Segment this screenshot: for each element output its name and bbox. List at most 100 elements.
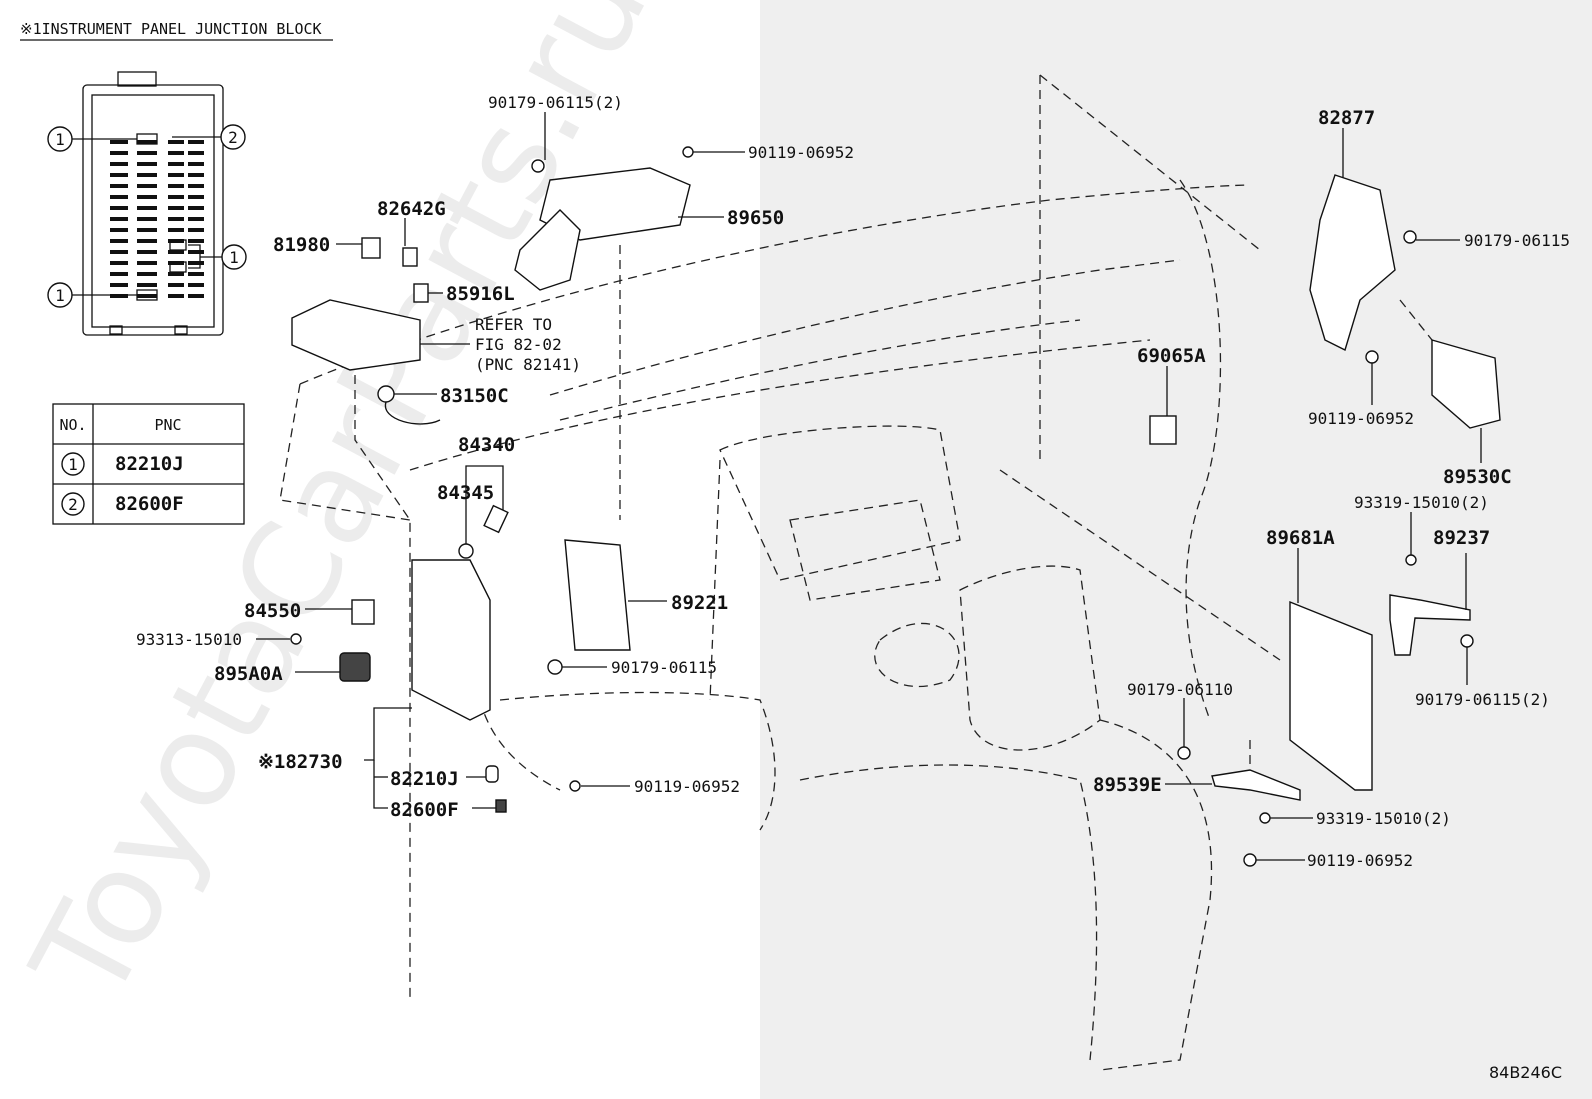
refer-note-line2: FIG 82-02 xyxy=(475,335,562,354)
table-cell-pnc: 82600F xyxy=(115,493,184,515)
fuse-slot xyxy=(110,151,128,155)
fuse-slot xyxy=(137,239,157,243)
junction-block-82730 xyxy=(411,559,491,721)
label-85916L: 85916L xyxy=(446,283,515,305)
fuse-slot xyxy=(188,239,204,243)
relay-82642G xyxy=(402,247,418,267)
part-89221 xyxy=(564,539,631,651)
fuse-slot xyxy=(137,173,157,177)
fuse-slot xyxy=(110,217,128,221)
label-90119-06952: 90119-06952 xyxy=(1308,409,1414,428)
watermark: ToyotaCarParts.ru xyxy=(3,0,677,1025)
label-82877: 82877 xyxy=(1318,107,1375,129)
label-93319-15010-2: 93319-15010(2) xyxy=(1316,809,1451,828)
relay-block xyxy=(291,299,421,371)
fuse-slot xyxy=(168,239,184,243)
label-89650: 89650 xyxy=(727,207,784,229)
fuse-slot xyxy=(168,272,184,276)
label-69065A: 69065A xyxy=(1137,345,1206,367)
table-cell-no: 2 xyxy=(68,495,78,514)
fuse-slot xyxy=(137,162,157,166)
label-90179-06115: 90179-06115 xyxy=(611,658,717,677)
label-81980: 81980 xyxy=(273,234,330,256)
table-header-pnc: PNC xyxy=(154,416,181,434)
diagram-code: 84B246C xyxy=(1489,1063,1562,1082)
label-84340: 84340 xyxy=(458,434,515,456)
label-82210J: 82210J xyxy=(390,768,459,790)
part-89681A-ecu xyxy=(1289,600,1373,791)
fuse-slot xyxy=(188,217,204,221)
fuse-slot xyxy=(110,294,128,298)
fuse-slot xyxy=(188,228,204,232)
fuse-slot xyxy=(168,173,184,177)
fuse-slot xyxy=(110,250,128,254)
fuse-slot xyxy=(188,206,204,210)
label-89221: 89221 xyxy=(671,592,728,614)
label-89681A: 89681A xyxy=(1266,527,1335,549)
label-90179-06115-2: 90179-06115(2) xyxy=(1415,690,1550,709)
part-82877-bracket xyxy=(1309,174,1396,351)
fuse-slot xyxy=(110,140,128,144)
fuse-slot xyxy=(110,206,128,210)
fuse-slot xyxy=(168,206,184,210)
refer-note-line1: REFER TO xyxy=(475,315,552,334)
fuse-slot xyxy=(168,151,184,155)
label-84550: 84550 xyxy=(244,600,301,622)
label-90119-06952: 90119-06952 xyxy=(634,777,740,796)
fuse-slot xyxy=(137,151,157,155)
part-89237-bracket xyxy=(1389,594,1471,656)
fuse-slot xyxy=(188,294,204,298)
part-84550 xyxy=(351,599,375,625)
label-82642G: 82642G xyxy=(377,198,446,220)
label-93319-15010-2: 93319-15010(2) xyxy=(1354,493,1489,512)
fuse-slot xyxy=(188,261,204,265)
label-90179-06115-2: 90179-06115(2) xyxy=(488,93,623,112)
table-cell-no: 1 xyxy=(68,455,78,474)
marker-1-right: 1 xyxy=(229,248,239,267)
label-90119-06952: 90119-06952 xyxy=(1307,851,1413,870)
fuse-slot xyxy=(168,261,184,265)
label-83150C: 83150C xyxy=(440,385,509,407)
label-82600F: 82600F xyxy=(390,799,459,821)
label-84345: 84345 xyxy=(437,482,494,504)
label-895A0A: 895A0A xyxy=(214,663,283,685)
fuse-slot xyxy=(137,272,157,276)
fuse-grid xyxy=(110,140,204,298)
fuse-slot xyxy=(188,140,204,144)
label-90119-06952: 90119-06952 xyxy=(748,143,854,162)
fuse-slot xyxy=(168,283,184,287)
fuse-slot xyxy=(137,140,157,144)
fuse-slot xyxy=(137,294,157,298)
fuse-slot xyxy=(137,195,157,199)
page-title: ※1INSTRUMENT PANEL JUNCTION BLOCK xyxy=(20,20,322,38)
marker-1-bottom: 1 xyxy=(55,286,65,305)
fuse-slot xyxy=(137,250,157,254)
refer-note-line3: (PNC 82141) xyxy=(475,355,581,374)
relay-81980 xyxy=(361,237,381,259)
fuse-slot xyxy=(137,283,157,287)
fuse-slot xyxy=(110,261,128,265)
marker-1-top: 1 xyxy=(55,130,65,149)
part-69065A xyxy=(1149,415,1177,445)
fuse-slot xyxy=(137,261,157,265)
label-93313-15010: 93313-15010 xyxy=(136,630,242,649)
fuse-slot xyxy=(188,250,204,254)
fuse-slot xyxy=(188,195,204,199)
fuse-slot xyxy=(137,228,157,232)
fuse-slot xyxy=(188,272,204,276)
fuse-slot xyxy=(168,184,184,188)
fuse-slot xyxy=(168,162,184,166)
fuse-slot xyxy=(110,184,128,188)
fuse-slot xyxy=(110,272,128,276)
table-cell-pnc: 82210J xyxy=(115,453,184,475)
fuse-slot xyxy=(188,184,204,188)
part-89530C xyxy=(1431,339,1501,429)
instrument-panel-outline xyxy=(279,74,1441,1071)
leader-lines xyxy=(256,112,1482,861)
fuse-slot xyxy=(188,173,204,177)
fuse-slot xyxy=(168,217,184,221)
part-895A0A xyxy=(339,652,371,682)
part-labels: 90179-06115(2) 90119-06952 89650 82642G … xyxy=(136,93,1570,870)
part-83150C xyxy=(377,385,441,425)
fuse-slot xyxy=(137,217,157,221)
